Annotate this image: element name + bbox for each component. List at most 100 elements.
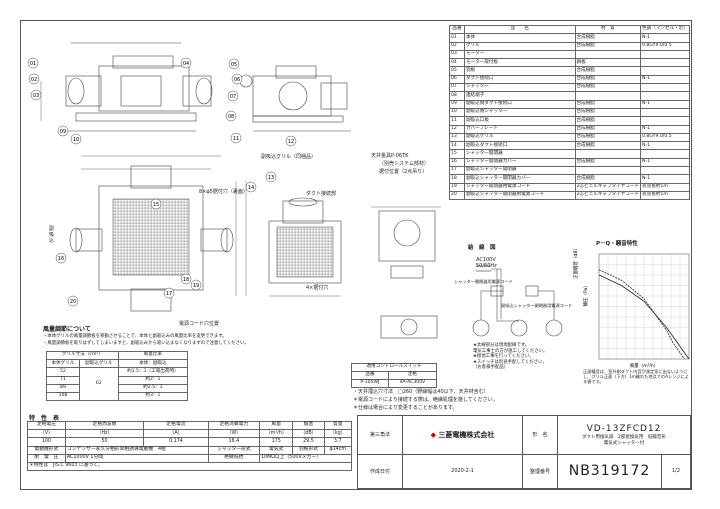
callout-circle: [225, 110, 237, 122]
note-1: ・天井埋込穴寸法 □260（野縁幅は40以下、天井材含む）: [353, 389, 489, 395]
model-cell: VD-13ZFCD12 ダクト用換気扇 2部屋換気用 低騒音形 電気式シャッター…: [557, 415, 691, 455]
parts-cell: 合成樹脂: [574, 157, 642, 168]
callout-number: 20: [70, 299, 76, 305]
callout-number: 10: [73, 137, 79, 143]
parts-cell: 17: [449, 166, 465, 176]
parts-cell: 01: [449, 33, 465, 43]
parts-cell: N-1: [640, 157, 690, 168]
parts-cell: N-1: [640, 174, 690, 184]
callout-number: 01: [30, 61, 36, 67]
callout-circle: [245, 181, 257, 193]
spec-cell: （m³/h）: [258, 429, 294, 439]
col-part-name: 品 名: [463, 24, 576, 35]
wiring-shutter-cord: シャッター開閉器用電源コード: [454, 279, 513, 284]
pq-noise-label: 正面騒音（dB）: [572, 246, 579, 279]
parts-cell: [640, 116, 690, 126]
parts-cell: 08: [449, 91, 465, 101]
ctl-model: P-105WJ: [351, 379, 389, 388]
col-part-no: 品番: [449, 24, 465, 35]
model-desc-2: 電気式シャッター付: [603, 440, 645, 446]
callout-circle: [231, 73, 243, 85]
front-elevation-view: [40, 42, 213, 132]
parts-cell: グリル: [463, 41, 576, 51]
parts-cell: 有効長約1m: [640, 182, 690, 192]
grille-size-header: グリル寸法（cm²）: [46, 350, 119, 361]
spec-cell: 16.4: [207, 437, 260, 447]
parts-cell: 11: [449, 116, 465, 126]
spec-cell: 10MΩ以上（500Vメガー）: [258, 453, 353, 463]
specs-title: 特 性 表: [29, 415, 60, 422]
main-grille-header: 本体グリル: [46, 359, 80, 369]
parts-cell: 10: [449, 107, 465, 118]
title-block: 第三角法 ◆ 三菱電機株式会社 形 名 VD-13ZFCD12 ダクト用換気扇 …: [357, 415, 691, 489]
parts-cell: 14: [449, 141, 465, 151]
callout-number: 17: [166, 291, 172, 297]
company-text: 三菱電機株式会社: [438, 430, 495, 439]
callout-circle: [180, 273, 192, 285]
parts-cell: 合成樹脂: [574, 74, 642, 85]
callout-number: 02: [31, 77, 37, 83]
airflow-text-2: ・風量調節板を取りはずしてしまいますと、副吸込みから吸い込まなくなりますので注意…: [43, 341, 249, 346]
spec-cell: 50: [64, 437, 145, 447]
ceiling-hole-label: 据付位置（2点吊り）: [379, 169, 428, 175]
callout-number: 09: [60, 129, 66, 135]
wiring-note: ★接地工事を行ってください。: [473, 354, 534, 359]
cord-position-label: 電源コード穴位置: [179, 321, 220, 327]
parts-cell: 0.8GY9.0/0.5: [640, 132, 690, 143]
spec-cell: 羽根形式: [292, 445, 325, 455]
parts-cell: モーター: [463, 49, 576, 60]
callout-number: 11: [233, 136, 239, 142]
sub-grille-header: 副吸込グリル: [78, 359, 119, 369]
parts-cell: [640, 66, 690, 76]
note-3: ＊仕様は場合により変更することがあります。: [353, 405, 458, 411]
ceiling-board-sub: （別売システム部材）: [379, 161, 429, 167]
parts-header-row: 品番 品 名 材 質 色調（マンセル・近）: [449, 24, 690, 35]
grille-cell: 約1.5：1（工場出荷時）: [117, 367, 189, 377]
doc-number: NB319172: [557, 453, 662, 489]
model-desc-1: ダクト用換気扇 2部屋換気用 低騒音形: [582, 434, 666, 440]
col-material: 材 質: [574, 24, 642, 35]
callout-circle: [180, 57, 192, 69]
note-2: ＊電源コードにより接続する際は、絶縁処理を施してください。: [353, 397, 498, 403]
callout-circle: [163, 287, 175, 299]
parts-cell: 合成樹脂: [574, 141, 642, 151]
parts-cell: 合成樹脂: [574, 33, 642, 43]
spec-cell: 0.174: [143, 437, 209, 447]
spec-cell: （Hz）: [64, 429, 145, 439]
ctl-rating: 4A-AC300V: [387, 379, 438, 388]
spec-cell: 定格消費電力: [207, 420, 260, 431]
parts-cell: モーター取付板: [463, 58, 576, 68]
parts-cell: シャッター開閉器: [463, 149, 576, 159]
mitsubishi-logo-icon: ◆: [430, 430, 436, 439]
callout-circle: [227, 90, 239, 102]
side-elevation-view: [239, 65, 351, 132]
grille-cell: 約2.5：1: [117, 383, 189, 393]
parts-cell: 副吸込グリル: [463, 132, 576, 143]
callout-number: 04: [183, 61, 189, 67]
company-name: ◆ 三菱電機株式会社: [402, 415, 523, 455]
parts-cell: 合成樹脂: [574, 66, 642, 76]
parts-cell: 副吸込側シャッター: [463, 107, 576, 118]
parts-cell: [574, 91, 642, 101]
parts-cell: N-1: [640, 141, 690, 151]
callout-circle: [70, 133, 82, 145]
parts-cell: 連結端子: [463, 91, 576, 101]
grille-adjust-table: グリル寸法（cm²） 風量比率 本体グリル 副吸込グリル 本体：副吸込 52 6…: [46, 350, 189, 402]
ctl-header: 適用コントロールスイッチ: [351, 363, 437, 372]
parts-cell: 羽根: [463, 66, 576, 76]
created-date: 2020-2-1: [402, 453, 523, 489]
pq-series-line: [598, 269, 685, 360]
spec-cell: 耐 電 圧: [27, 453, 66, 463]
spec-cell: 定格電圧: [27, 420, 66, 431]
wiring-note: ★スイッチは別途手配してください。: [473, 359, 547, 365]
parts-cell: [640, 166, 690, 176]
callout-number: 06: [234, 77, 240, 83]
specs-table: 定格電圧定格周波数定格電流定格消費電力風量騒音質量 （V）（Hz）（A）（W）（…: [27, 420, 353, 472]
